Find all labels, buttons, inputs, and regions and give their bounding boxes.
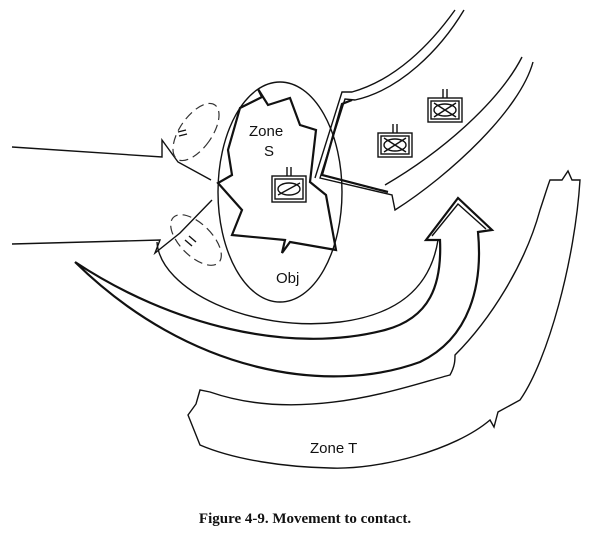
zone-t-maneuver-arrow	[187, 169, 581, 469]
upper-right-arrowhead	[320, 98, 389, 194]
movement-to-contact-diagram: Zone T Zone S Obj	[11, 9, 581, 469]
upper-right-arrow-outer	[384, 56, 523, 186]
dashed-ellipse-tick-lower	[184, 235, 197, 247]
dashed-security-ellipse-lower	[170, 214, 222, 266]
armored-unit-icon	[271, 167, 307, 203]
middle-axis-arrowhead-inner	[431, 202, 487, 237]
objective-label: Obj	[276, 270, 299, 287]
inner-axis-arc	[156, 239, 439, 325]
left-lower-axis-arrow	[11, 199, 213, 256]
dashed-security-ellipse-upper	[172, 102, 220, 162]
zone-t-label: Zone T	[310, 440, 357, 457]
dashed-ellipse-tick-upper	[177, 129, 188, 137]
armored-unit-icon	[427, 89, 463, 123]
middle-axis-arrow	[74, 196, 495, 378]
zone-s-label-line2: S	[264, 143, 274, 160]
upper-right-axis-arrow	[314, 9, 534, 212]
left-upper-axis-arrow	[11, 137, 212, 181]
zone-s-label-line1: Zone	[249, 123, 283, 140]
zone-s-boundary	[216, 88, 338, 254]
figure-caption: Figure 4-9. Movement to contact.	[198, 511, 412, 527]
objective-ellipse	[217, 81, 343, 303]
armored-unit-icon	[377, 124, 413, 158]
